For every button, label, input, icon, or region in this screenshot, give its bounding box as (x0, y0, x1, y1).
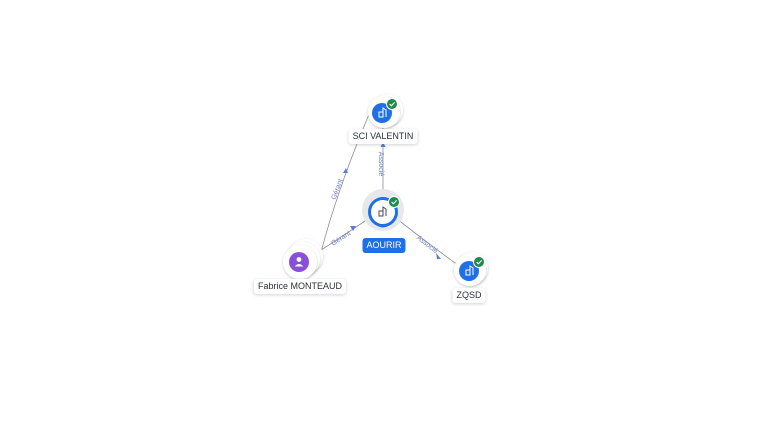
node-sci-valentin[interactable] (368, 94, 403, 128)
node-zqsd[interactable] (454, 252, 488, 286)
node-aourir[interactable] (362, 189, 404, 231)
node-label-fabrice-monteaud[interactable]: Fabrice MONTEAUD (253, 279, 347, 294)
edge-label: Gérant (330, 230, 352, 248)
node-fabrice-monteaud[interactable] (283, 239, 323, 279)
edge-label: Associé (415, 235, 439, 256)
node-label-zqsd[interactable]: ZQSD (452, 288, 486, 303)
check-badge-icon (388, 196, 400, 208)
check-badge-icon (473, 256, 485, 268)
edge-label: Gérant (331, 178, 345, 201)
building-icon (378, 107, 387, 118)
check-badge-icon (386, 98, 398, 110)
node-label-sci-valentin[interactable]: SCI VALENTIN (348, 129, 418, 144)
building-icon (378, 206, 387, 217)
edge-aourir-zqsd[interactable]: Associé (396, 218, 463, 269)
edge-label: Associé (377, 152, 384, 177)
building-icon (465, 265, 474, 276)
person-icon (294, 257, 304, 267)
node-label-aourir[interactable]: AOURIR (362, 238, 406, 253)
